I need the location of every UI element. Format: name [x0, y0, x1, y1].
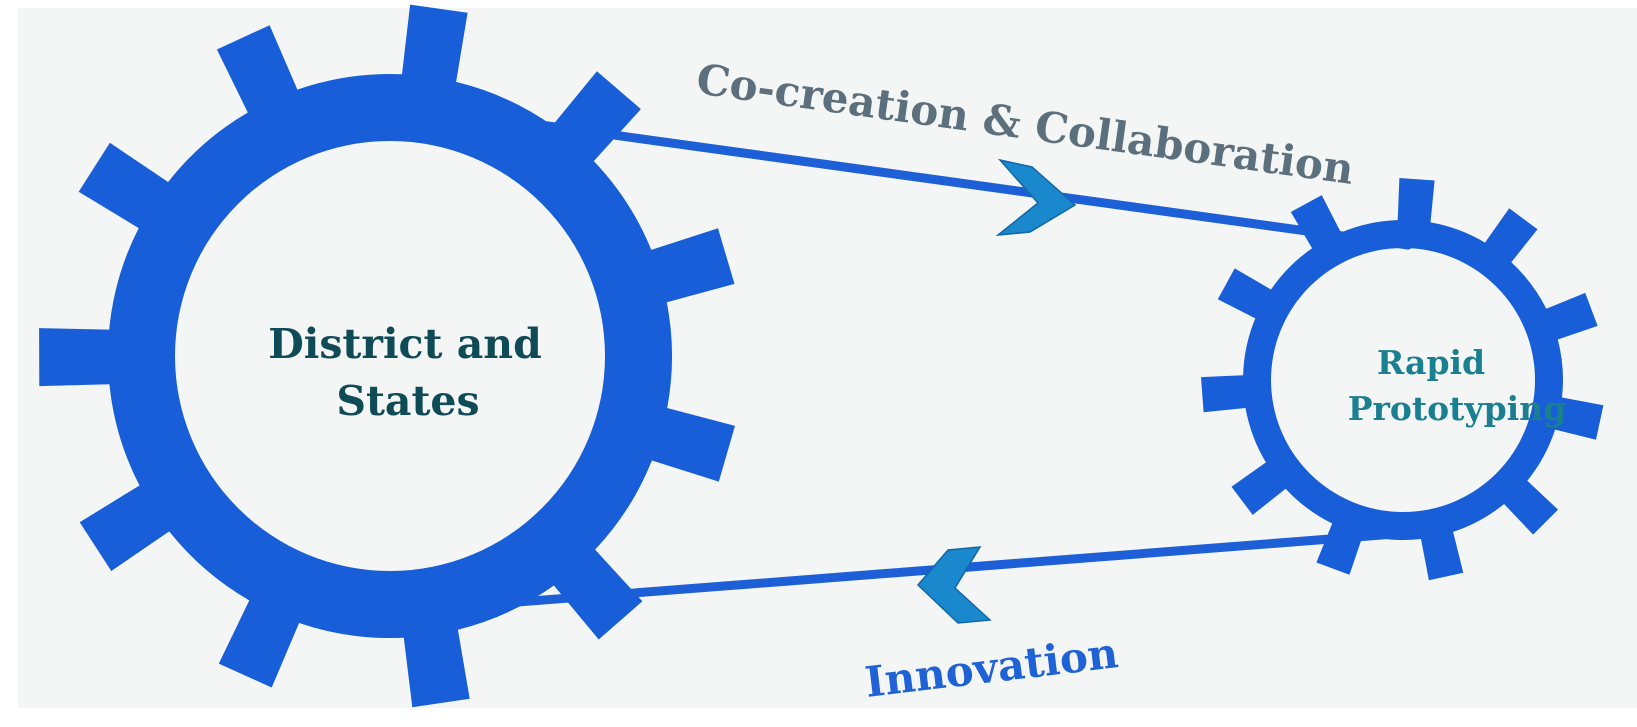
small-gear-label-line1: Rapid	[1377, 343, 1485, 382]
large-gear-label-line2: States	[336, 377, 479, 425]
small-gear-label-line2: Prototyping	[1348, 389, 1567, 428]
large-gear-icon	[39, 4, 736, 708]
chevron-left-icon	[916, 546, 992, 624]
chevron-right-icon	[995, 158, 1077, 236]
top-belt	[500, 115, 1413, 250]
large-gear-label-line1: District and	[268, 320, 542, 368]
small-gear-icon	[1201, 178, 1604, 581]
